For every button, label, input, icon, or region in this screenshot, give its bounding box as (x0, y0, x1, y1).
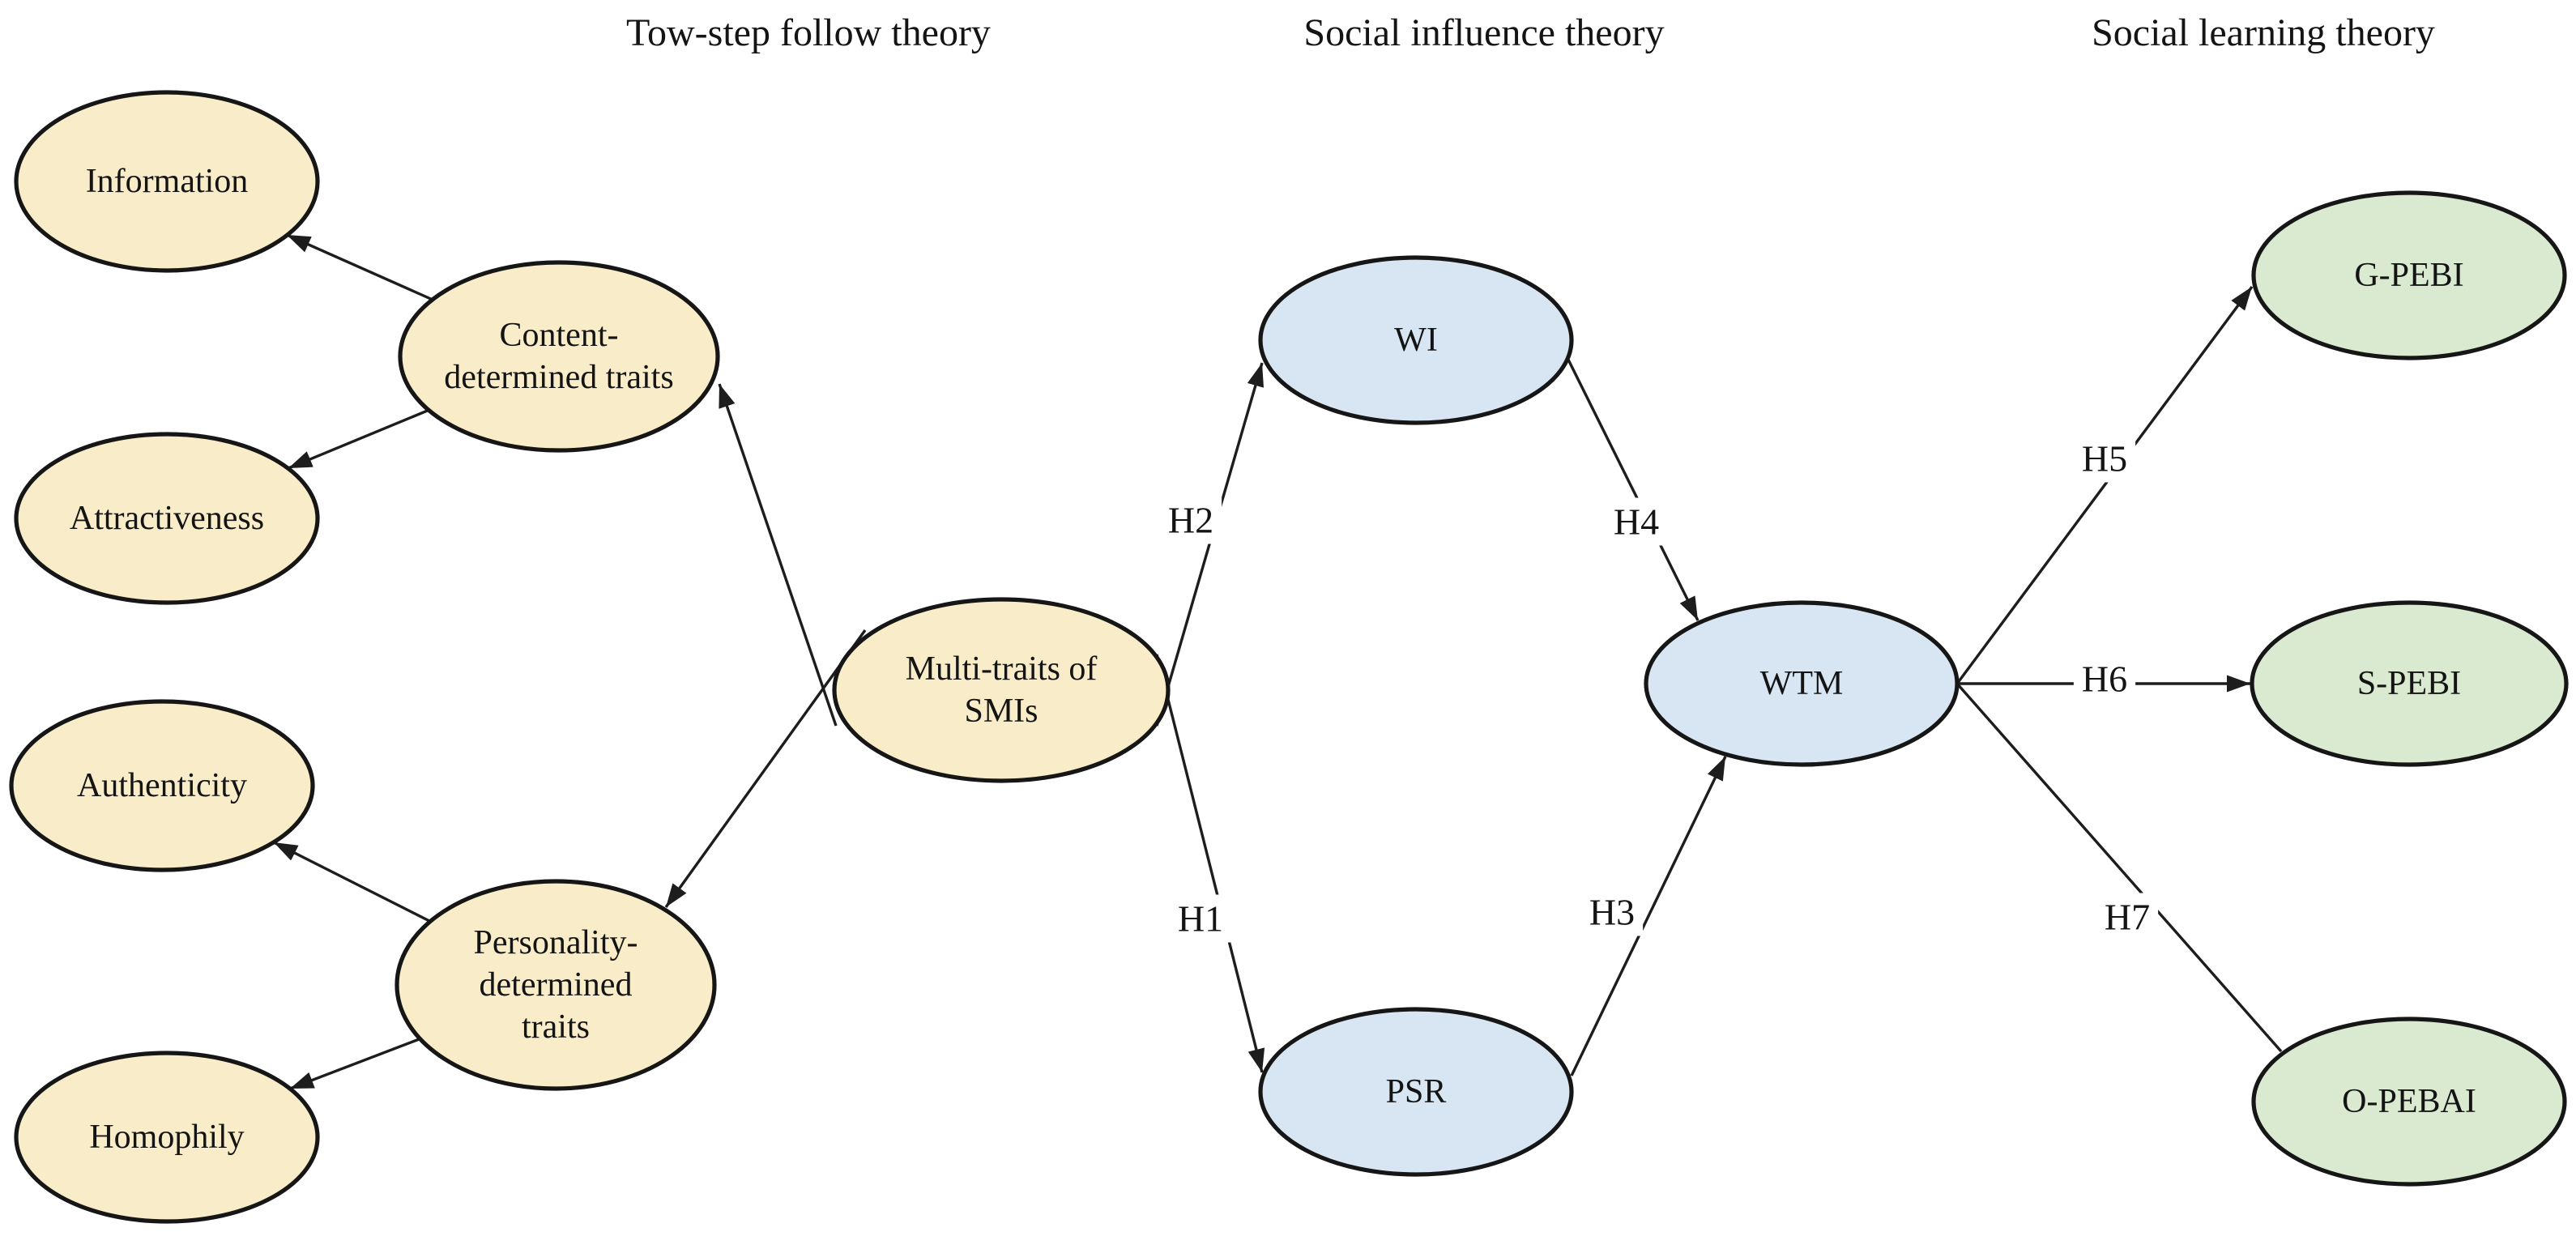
node-label-information-line1: Information (86, 163, 249, 200)
node-label-wi-line1: WI (1394, 322, 1438, 359)
section-title-social-learning-theory: Social learning theory (2092, 11, 2435, 54)
node-ellipse-multi-traits (832, 597, 1171, 783)
node-content: Content-determined traits (398, 260, 720, 453)
edge-content-to-attractiveness (288, 408, 430, 470)
node-g-pebi: G-PEBI (2251, 190, 2567, 360)
edge-label-bg-h5 (2073, 434, 2136, 483)
edge-label-bg-h2 (1159, 496, 1222, 544)
edge-label-bg-h4 (1605, 497, 1668, 546)
edge-wtm-to-o-pebai (1955, 682, 2283, 1053)
edge-wi-to-wtm (1567, 359, 1700, 621)
edge-label-bg-h7 (2096, 893, 2159, 941)
edge-label-h6: H6 (2082, 659, 2127, 700)
node-ellipse-s-pebi (2250, 600, 2569, 767)
node-label-authenticity-line1: Authenticity (77, 767, 247, 804)
node-ellipse-wi (1258, 255, 1574, 425)
node-label-multi-traits-line2: SMIs (964, 693, 1038, 730)
edge-label-h1: H1 (1178, 898, 1223, 940)
node-label-personality-line1: Personality- (474, 924, 638, 961)
node-s-pebi: S-PEBI (2250, 600, 2569, 767)
edge-label-h4: H4 (1614, 501, 1659, 543)
node-ellipse-information (14, 90, 320, 273)
edge-psr-to-wtm (1570, 756, 1727, 1076)
edge-wtm-to-g-pebi (1955, 285, 2254, 685)
edge-multi-to-content (718, 383, 838, 727)
node-ellipse-o-pebai (2251, 1017, 2567, 1187)
edge-label-bg-h6 (2073, 654, 2136, 703)
node-ellipse-personality (395, 879, 717, 1091)
node-label-attractiveness-line1: Attractiveness (70, 500, 264, 537)
edge-label-h5: H5 (2082, 438, 2127, 480)
node-ellipse-wtm (1644, 600, 1960, 767)
edge-label-h7: H7 (2105, 897, 2150, 938)
edge-label-h2: H2 (1168, 500, 1213, 541)
node-label-s-pebi-line1: S-PEBI (2357, 665, 2461, 702)
titles-layer: Tow-step follow theory Social influence t… (626, 11, 2435, 54)
section-title-social-influence-theory: Social influence theory (1303, 11, 1664, 54)
node-psr: PSR (1258, 1007, 1574, 1177)
edge-label-h3: H3 (1589, 892, 1635, 933)
node-attractiveness: Attractiveness (14, 432, 320, 605)
edge-label-bg-h1 (1169, 894, 1232, 943)
node-label-g-pebi-line1: G-PEBI (2354, 257, 2463, 294)
node-ellipse-authenticity (9, 699, 315, 872)
node-homophily: Homophily (14, 1051, 320, 1224)
edges-layer (273, 233, 2283, 1090)
node-label-multi-traits-line1: Multi-traits of (906, 650, 1098, 688)
node-label-personality-line3: traits (522, 1008, 590, 1046)
node-wi: WI (1258, 255, 1574, 425)
node-ellipse-content (398, 260, 720, 453)
node-ellipse-attractiveness (14, 432, 320, 605)
node-personality: Personality-determined traits (395, 879, 717, 1091)
section-title-two-step-follow-theory: Tow-step follow theory (626, 11, 991, 54)
edge-multi-to-wi (1155, 362, 1265, 727)
node-label-o-pebai-line1: O-PEBAI (2342, 1083, 2476, 1120)
node-label-homophily-line1: Homophily (89, 1119, 244, 1156)
node-ellipse-g-pebi (2251, 190, 2567, 360)
edge-personality-to-homophily (289, 1037, 422, 1090)
node-multi-traits: Multi-traits of SMIs (832, 597, 1171, 783)
edge-multi-to-personality (664, 629, 867, 908)
node-ellipse-homophily (14, 1051, 320, 1224)
edge-multi-to-psr (1155, 654, 1265, 1073)
node-ellipse-psr (1258, 1007, 1574, 1177)
edge-content-to-information (286, 233, 433, 301)
node-authenticity: Authenticity (9, 699, 315, 872)
node-label-psr-line1: PSR (1386, 1073, 1447, 1110)
edge-label-bg-h3 (1580, 888, 1644, 936)
node-wtm: WTM (1644, 600, 1960, 767)
node-information: Information (14, 90, 320, 273)
node-label-content-line2: determined traits (444, 359, 673, 396)
node-o-pebai: O-PEBAI (2251, 1017, 2567, 1187)
node-label-personality-line2: determined (480, 966, 633, 1004)
node-label-wtm-line1: WTM (1760, 665, 1844, 702)
edge-personality-to-authenticity (273, 841, 432, 923)
node-label-content-line1: Content- (500, 317, 619, 354)
